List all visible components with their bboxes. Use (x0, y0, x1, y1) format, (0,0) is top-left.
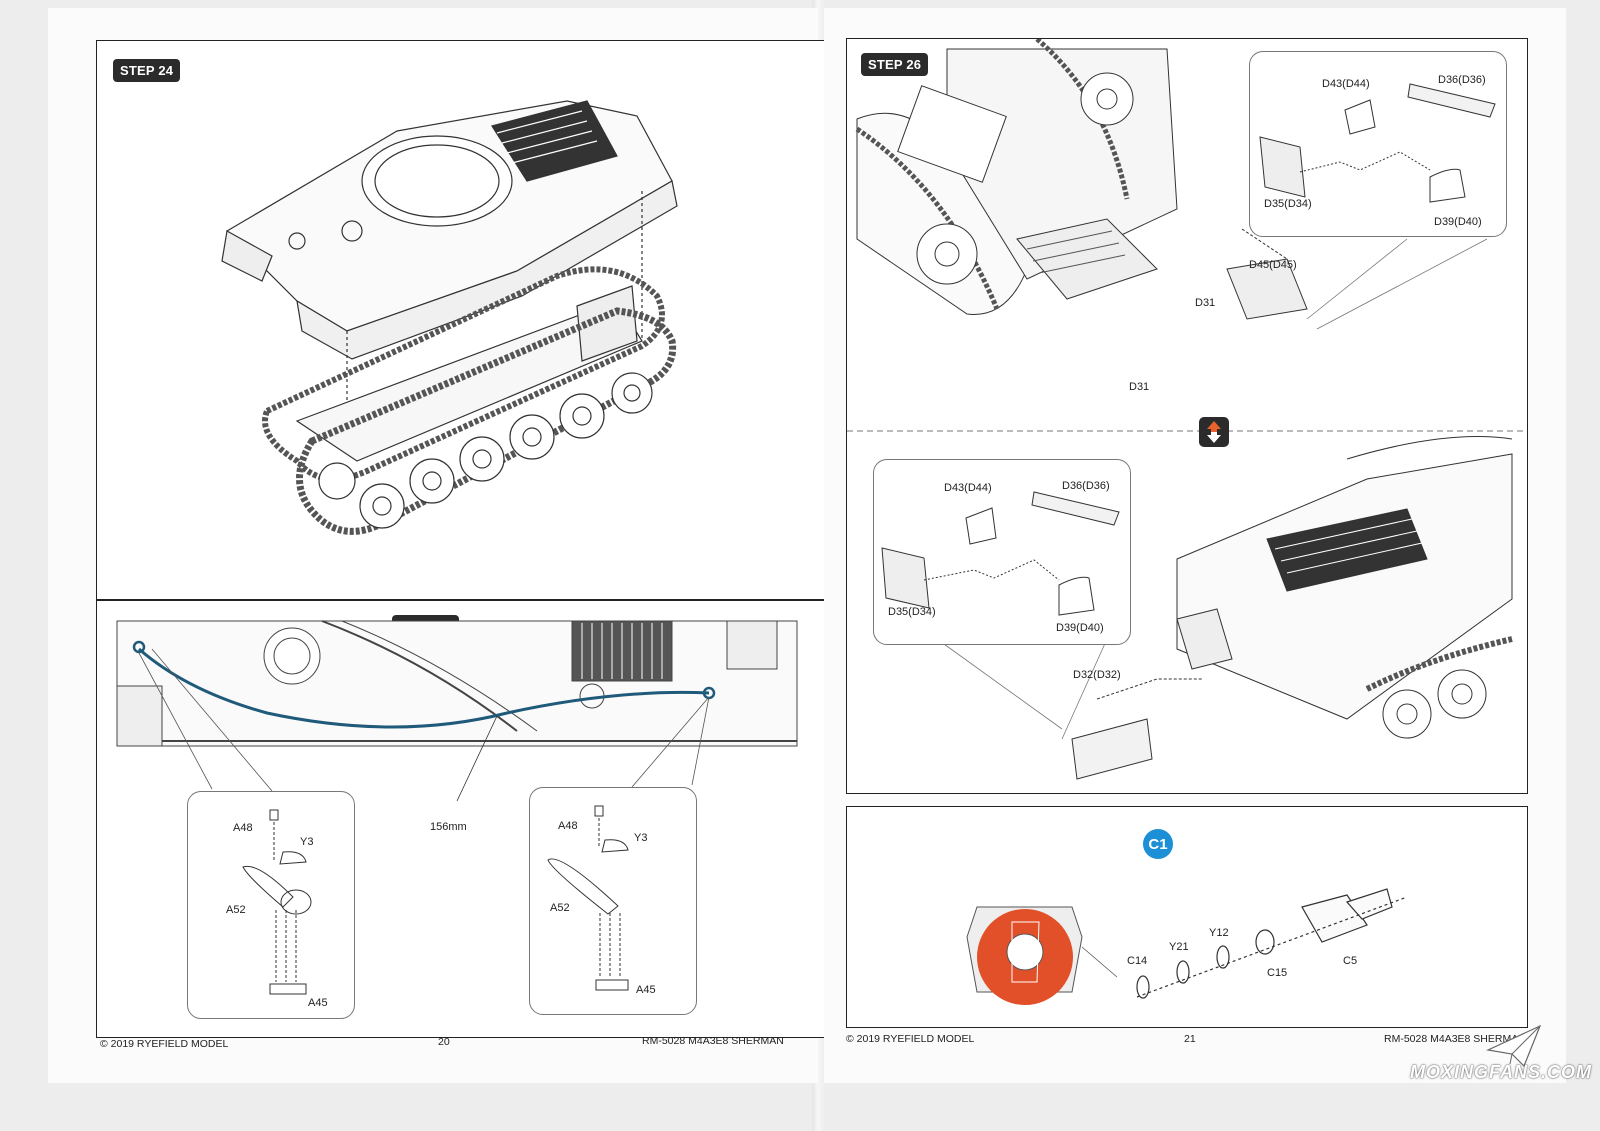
part-a52: A52 (226, 904, 246, 916)
step25-panel: STEP 25 156mm (96, 600, 828, 1038)
part-d31-upper: D31 (1195, 297, 1216, 309)
footer-copyright: © 2019 RYEFIELD MODEL (846, 1033, 975, 1045)
part-d35-d34: D35(D34) (888, 606, 936, 618)
part-a48: A48 (233, 822, 253, 834)
page-20: STEP 24 (48, 8, 828, 1083)
part-a48: A48 (558, 820, 578, 832)
paper-plane-logo-icon (1485, 1024, 1542, 1068)
step26-panel: STEP 26 (846, 38, 1528, 794)
step26-rear-illustration (847, 39, 1527, 780)
footer-product: RM-5028 M4A3E8 SHERMAN (1384, 1033, 1526, 1045)
part-y21: Y21 (1169, 941, 1189, 953)
footer-copyright: © 2019 RYEFIELD MODEL (100, 1038, 229, 1050)
part-y3: Y3 (634, 832, 648, 844)
part-d31-lower: D31 (1129, 381, 1150, 393)
c1-badge: C1 (1143, 829, 1173, 859)
part-d45: D45(D45) (1249, 259, 1297, 271)
part-d43-d44: D43(D44) (1322, 78, 1370, 90)
mudflap-parts-top (1259, 83, 1496, 203)
part-a45: A45 (308, 997, 328, 1009)
part-d36-d36: D36(D36) (1062, 480, 1110, 492)
part-d32-d32: D32(D32) (1073, 669, 1121, 681)
part-y12: Y12 (1209, 927, 1229, 939)
part-c15: C15 (1267, 967, 1288, 979)
part-d39-d40: D39(D40) (1056, 622, 1104, 634)
footer-page-number: 20 (438, 1036, 450, 1048)
footer-product: RM-5028 M4A3E8 SHERMAN (642, 1035, 784, 1047)
step26-label: STEP 26 (861, 53, 929, 76)
swap-arrows-icon (1199, 417, 1229, 447)
part-c14: C14 (1127, 955, 1148, 967)
step26-bottom-callout: D43(D44) D36(D36) D35(D34) D39(D40) (873, 459, 1131, 645)
part-d39-d40: D39(D40) (1434, 216, 1482, 228)
step25-callout-right: A48 Y3 A52 A45 (529, 787, 697, 1015)
part-a45: A45 (636, 984, 656, 996)
c1-gun-parts-illustration (966, 888, 1408, 1005)
cable-length-label: 156mm (430, 821, 467, 833)
tow-cable-end-parts-left (242, 809, 312, 995)
step25-side-illustration (116, 620, 798, 802)
watermark: MOXINGFANS.COM (1410, 1062, 1593, 1082)
part-d43-d44: D43(D44) (944, 482, 992, 494)
c1-panel: C1 C14 Y21 Y12 C15 C5 (846, 806, 1528, 1028)
part-y3: Y3 (300, 836, 314, 848)
step24-panel: STEP 24 (96, 40, 828, 600)
part-c5: C5 (1343, 955, 1358, 967)
part-a52: A52 (550, 902, 570, 914)
part-d35-d34: D35(D34) (1264, 198, 1312, 210)
page-21: STEP 26 (824, 8, 1566, 1083)
tow-cable-end-parts-right (547, 805, 629, 991)
step25-callout-left: A48 Y3 A52 A45 (187, 791, 355, 1019)
step24-hull-illustration (221, 100, 678, 535)
step26-top-callout: D43(D44) D36(D36) D35(D34) D39(D40) (1249, 51, 1507, 237)
tow-cable (138, 647, 710, 729)
footer-page-number: 21 (1184, 1033, 1196, 1045)
step24-label: STEP 24 (113, 59, 181, 82)
part-d36-d36: D36(D36) (1438, 74, 1486, 86)
mudflap-parts-bottom (881, 491, 1120, 616)
